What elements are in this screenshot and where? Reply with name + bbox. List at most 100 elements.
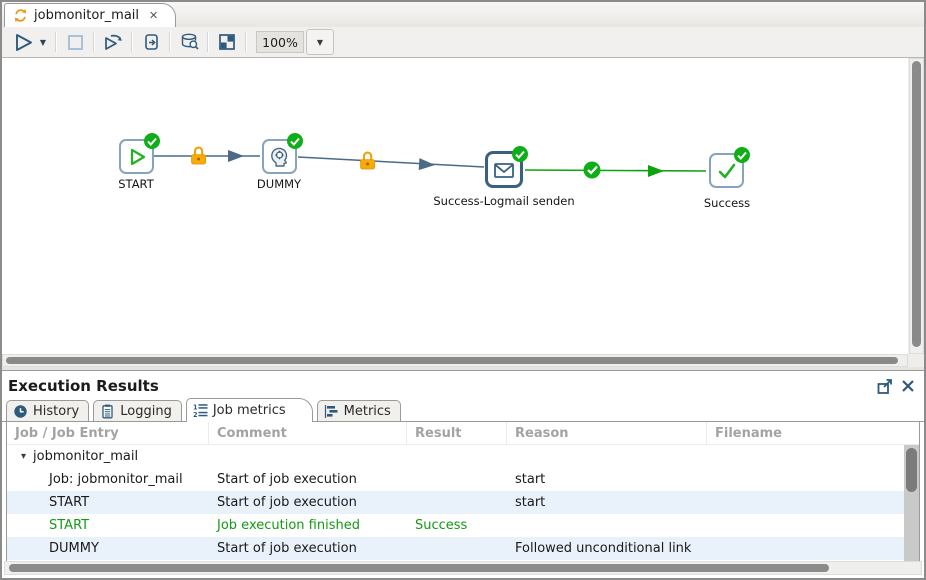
node-success-badge-icon [144, 133, 160, 149]
hop-mail-success[interactable] [524, 169, 707, 172]
run-button[interactable] [10, 29, 36, 55]
zoom-level-field[interactable]: 100% [256, 31, 304, 53]
editor-tab-title: jobmonitor_mail [34, 8, 140, 23]
cell-reason: start [515, 495, 546, 510]
column-header-filename[interactable]: Filename [715, 425, 782, 441]
hop-arrow-icon [418, 158, 435, 171]
node-success[interactable] [709, 147, 750, 188]
history-clock-icon [14, 404, 27, 418]
column-header-reason[interactable]: Reason [507, 422, 707, 444]
play-icon [15, 33, 32, 51]
tab-label: History [33, 403, 80, 419]
cell-job-entry: START [49, 495, 90, 510]
tree-expander-icon[interactable]: ▾ [21, 451, 27, 462]
replay-icon [104, 34, 122, 50]
hop-lock-icon[interactable] [360, 151, 375, 170]
editor-tabbar: jobmonitor_mail ✕ [2, 2, 924, 28]
dummy-icon [270, 147, 287, 167]
cell-comment: Start of job execution [217, 495, 357, 510]
svg-text:1: 1 [193, 403, 198, 411]
job-icon [14, 9, 27, 22]
execution-results-panel: Execution Results History [2, 370, 924, 578]
run-options-dropdown[interactable]: ▼ [39, 37, 47, 47]
close-results-icon[interactable] [900, 378, 916, 394]
scrollbar-thumb[interactable] [9, 564, 829, 572]
svg-text:2: 2 [193, 411, 198, 418]
results-horizontal-scrollbar[interactable] [4, 561, 922, 575]
tab-label: Job metrics [212, 403, 286, 418]
cell-comment: Start of job execution [217, 541, 357, 556]
scrollbar-thumb[interactable] [906, 448, 917, 492]
tab-label: Metrics [343, 403, 391, 419]
start-icon [130, 148, 145, 165]
cell-reason: start [515, 472, 546, 487]
canvas-horizontal-scrollbar[interactable] [2, 354, 908, 367]
node-success-logmail[interactable] [485, 146, 528, 188]
column-header-result[interactable]: Result [407, 422, 507, 444]
logging-doc-icon [102, 404, 113, 418]
node-label: Success [703, 196, 751, 210]
node-label: Success-Logmail senden [433, 194, 575, 208]
table-row[interactable]: START Start of job execution start [7, 491, 919, 514]
database-explore-button[interactable] [176, 29, 202, 55]
column-header-job-entry[interactable]: Job / Job Entry [7, 422, 209, 444]
editor-tab-jobmonitor-mail[interactable]: jobmonitor_mail ✕ [4, 3, 176, 27]
cell-comment: Start of job execution [217, 472, 357, 487]
tab-job-metrics[interactable]: 1 2 Job metrics [185, 398, 313, 422]
results-header: Execution Results [2, 371, 924, 398]
job-metrics-list-icon: 1 2 [193, 403, 208, 418]
toolbar-separator [245, 32, 247, 52]
zoom-combo: 100% ▼ [256, 29, 334, 55]
job-toolbar: ▼ [2, 27, 924, 58]
job-script-button[interactable] [138, 29, 164, 55]
hop-lock-icon[interactable] [191, 146, 206, 165]
tab-label: Logging [120, 403, 172, 419]
show-results-button[interactable] [214, 29, 240, 55]
cell-job-entry: Job: jobmonitor_mail [49, 472, 183, 487]
replay-button[interactable] [100, 29, 126, 55]
toolbar-separator [55, 32, 57, 52]
scrollbar-thumb[interactable] [6, 357, 898, 364]
cell-reason: Followed unconditional link [515, 541, 692, 556]
cell-job-entry: jobmonitor_mail [33, 449, 139, 464]
toolbar-separator [93, 32, 95, 52]
stop-button[interactable] [62, 29, 88, 55]
column-header-comment[interactable]: Comment [209, 422, 407, 444]
tab-metrics[interactable]: Metrics [316, 400, 401, 421]
node-dummy[interactable] [262, 133, 303, 174]
job-metrics-table: Job / Job Entry Comment Result Reason Fi… [6, 422, 920, 562]
results-tabs: History Logging 1 2 Job [2, 398, 924, 422]
table-row[interactable]: ▾ jobmonitor_mail [7, 445, 919, 468]
node-label: DUMMY [256, 177, 302, 191]
hop-success-badge-icon [583, 161, 601, 179]
table-row[interactable]: START Job execution finished Success [7, 514, 919, 537]
node-start[interactable] [119, 133, 160, 174]
panel-resize-sash[interactable] [2, 367, 924, 370]
tab-close-icon[interactable]: ✕ [149, 9, 159, 22]
checker-icon [219, 34, 235, 50]
table-row[interactable]: DUMMY Start of job execution Followed un… [7, 537, 919, 560]
node-success-badge-icon [512, 146, 528, 162]
open-in-window-icon[interactable] [876, 378, 893, 395]
cell-job-entry: DUMMY [49, 541, 99, 556]
script-icon [144, 33, 158, 50]
hop-dummy-mail[interactable] [297, 156, 485, 168]
node-label: START [118, 177, 154, 191]
node-success-badge-icon [287, 133, 303, 149]
zoom-dropdown-button[interactable]: ▼ [306, 29, 334, 55]
results-title: Execution Results [8, 377, 159, 395]
job-canvas[interactable]: START DUMMY Success-Logmail senden [2, 58, 908, 354]
metrics-gantt-icon [324, 404, 338, 418]
stop-icon [67, 34, 83, 50]
canvas-vertical-scrollbar[interactable] [909, 58, 924, 354]
table-header-row: Job / Job Entry Comment Result Reason Fi… [7, 422, 919, 445]
tab-history[interactable]: History [6, 400, 90, 421]
hop-links-layer [154, 146, 707, 179]
hop-arrow-icon [228, 150, 244, 162]
tab-logging[interactable]: Logging [93, 400, 182, 421]
table-row[interactable]: Job: jobmonitor_mail Start of job execut… [7, 468, 919, 491]
scrollbar-thumb[interactable] [912, 61, 921, 347]
cell-job-entry: START [49, 518, 90, 533]
table-vertical-scrollbar[interactable] [904, 445, 919, 561]
